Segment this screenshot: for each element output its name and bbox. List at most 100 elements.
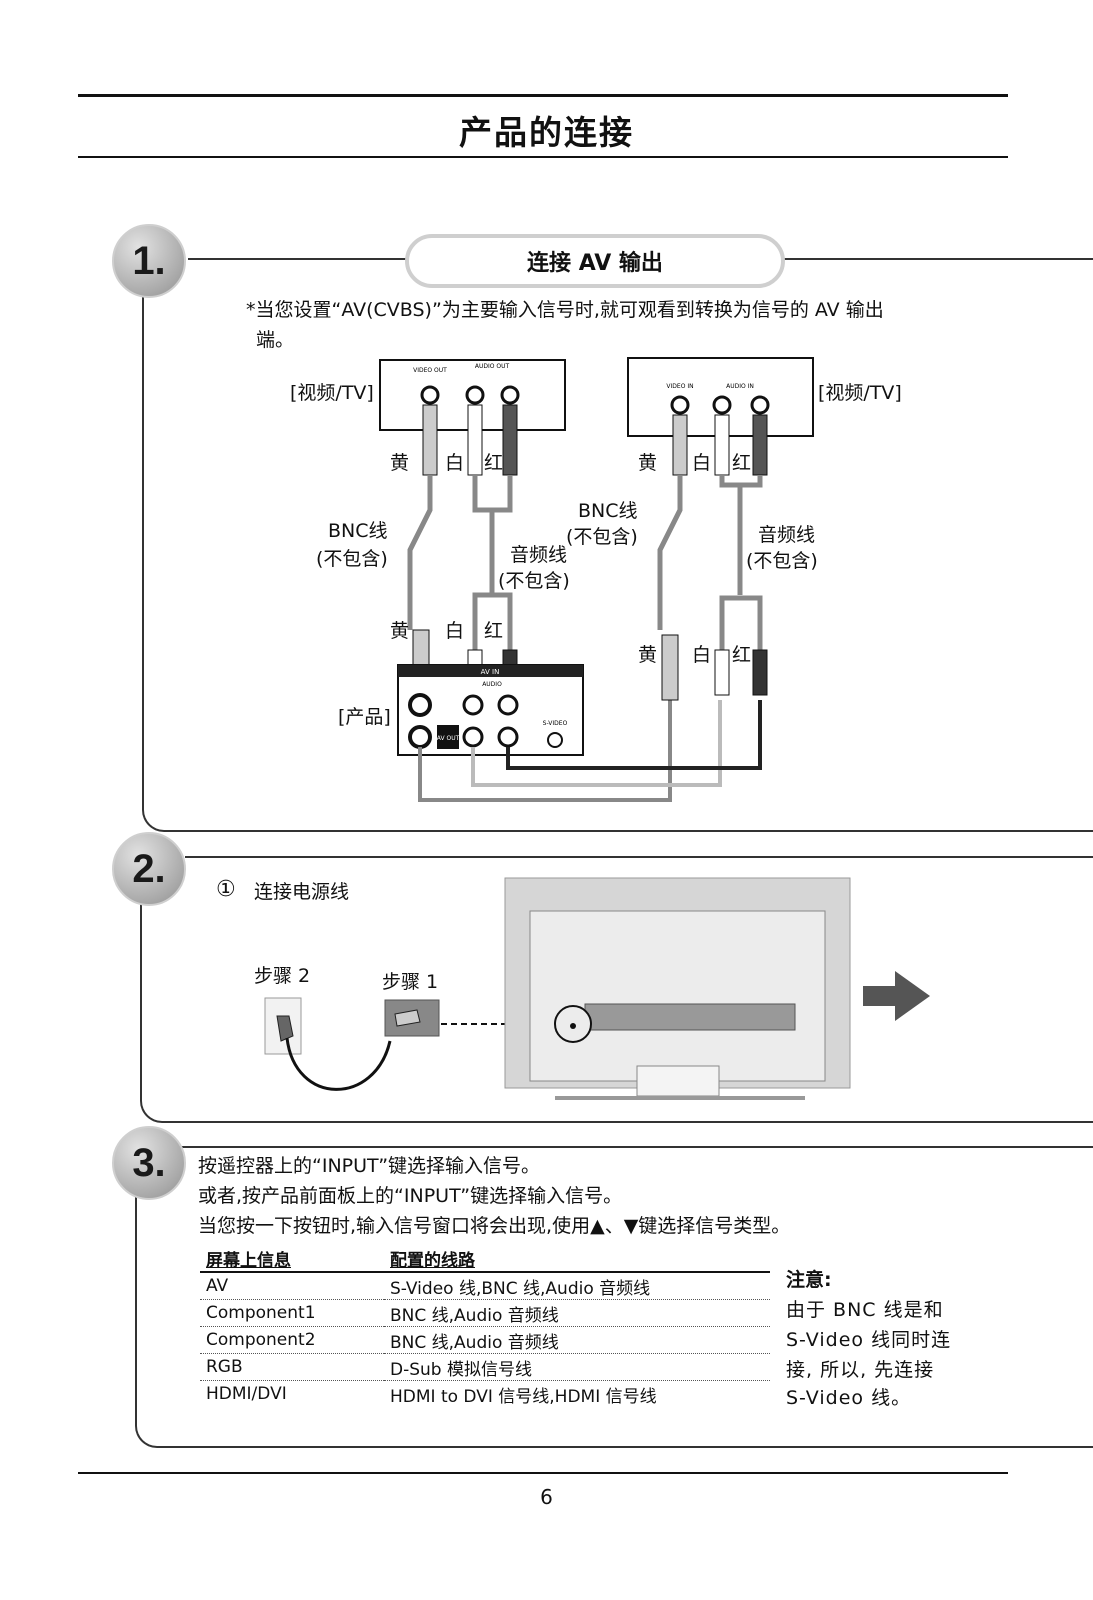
table-row: HDMI/DVI HDMI to DVI 信号线,HDMI 信号线 [200,1381,770,1408]
left-device-label: [视频/TV] [290,382,374,404]
table-cell-cable: BNC 线,Audio 音频线 [384,1326,770,1354]
right-bottom-red-label: 红 [732,644,752,666]
right-plug-yellow [672,414,688,476]
left-jack-yellow [420,385,440,405]
step-heading-power: 连接电源线 [254,881,350,903]
product-port-s-video: S-VIDEO [543,720,568,727]
wall-plug [276,1015,294,1042]
product-jack-av-in-r [497,694,519,716]
table-cell-signal: HDMI/DVI [206,1384,287,1404]
header-screen-info: 屏幕上信息 [200,1246,384,1273]
output-audio-l-cable [471,700,722,787]
left-audio-cable-lower [472,592,513,655]
right-audio-cable-lower [719,595,763,655]
output-video-cable [418,700,672,802]
section-2-frame [140,868,1093,1123]
next-arrow-icon [863,971,930,1021]
section-1-description-cont: 端。 [256,329,295,351]
left-bottom-red-label: 红 [484,620,504,642]
left-bottom-yellow-label: 黄 [390,620,410,642]
right-bnc-not-included: (不包含) [566,526,638,548]
product-label: [产品] [338,706,391,728]
product-jack-av-out-video [408,725,432,749]
product-av-out-tag [437,725,459,749]
left-jack-red [500,385,520,405]
right-plug-white [714,414,730,476]
product-jack-s-video [547,732,563,748]
section-3-frame [135,1160,1093,1448]
note-line-2: S-Video 线同时连 [786,1329,952,1351]
table-cell-cable: BNC 线,Audio 音频线 [384,1299,770,1327]
right-bottom-white-label: 白 [692,644,712,666]
right-top-white-label: 白 [692,452,712,474]
power-connection-diagram [264,877,930,1100]
step-1-label: 步骤 1 [382,971,439,993]
product-av-in-strip [398,665,583,677]
left-audio-label: 音频线 [510,544,568,566]
right-jack-yellow [670,395,690,415]
product-port-av-out: AV OUT [437,735,460,742]
right-bnc-cable [657,475,683,630]
left-device-port-video-out: VIDEO OUT [413,367,447,374]
note-line-3: 接, 所以, 先连接 [786,1359,935,1381]
left-bottom-white-label: 白 [445,620,465,642]
left-top-white-label: 白 [445,452,465,474]
section-1-heading: 连接 AV 输出 [405,234,785,288]
left-bnc-cable [407,475,433,630]
right-top-red-label: 红 [732,452,752,474]
left-top-red-label: 红 [484,452,504,474]
right-audio-label: 音频线 [758,524,816,546]
note-line-1: 由于 BNC 线是和 [786,1299,944,1321]
left-jack-white [465,385,485,405]
table-header-row: 屏幕上信息 配置的线路 [200,1246,770,1273]
table-row: Component1 BNC 线,Audio 音频线 [200,1299,770,1327]
right-audio-cable [719,475,763,595]
right-bottom-yellow-label: 黄 [638,644,658,666]
left-bnc-label: BNC线 [328,520,388,542]
right-audio-not-included: (不包含) [746,550,818,572]
power-socket [570,1023,576,1029]
right-plug-red [752,414,768,476]
right-bnc-label: BNC线 [578,500,638,522]
monitor-stand [636,1065,720,1097]
monitor-port-strip [584,1003,796,1031]
title-underline [78,156,1008,158]
left-plug-white [467,404,483,476]
av-connection-diagram: VIDEO OUT AUDIO OUT AV IN AUDIO AV OUT S… [379,357,814,802]
step-1-badge: 1. [112,224,186,298]
step-2-badge: 2. [112,832,186,906]
signal-table: 屏幕上信息 配置的线路 AV S-Video 线,BNC 线,Audio 音频线… [200,1246,770,1407]
right-device-label: [视频/TV] [818,382,902,404]
product-jack-av-in-l [462,694,484,716]
right-device-port-audio-in: AUDIO IN [726,383,754,390]
right-jack-white [712,395,732,415]
left-audio-cable [472,475,513,595]
table-cell-signal: Component1 [200,1299,384,1327]
instruction-line-1: 按遥控器上的“INPUT”键选择输入信号。 [198,1155,541,1177]
right-device-port-video-in: VIDEO IN [666,383,693,390]
monitor-inner-panel [529,910,826,1082]
header-configured-cable: 配置的线路 [384,1246,770,1273]
table-cell-signal: Component2 [200,1326,384,1354]
top-rule [78,94,1008,97]
right-lower-plug-red [752,649,768,696]
output-audio-r-cable [506,700,762,770]
product-jack-av-out-l [462,726,484,748]
step-3-badge: 3. [112,1126,186,1200]
left-plug-red [502,404,518,476]
right-jack-red [750,395,770,415]
product-jack-av-out-r [497,726,519,748]
monitor-stand-base [555,1096,805,1100]
left-top-yellow-label: 黄 [390,452,410,474]
table-cell-cable: S-Video 线,BNC 线,Audio 音频线 [384,1272,770,1300]
adapter-plug [394,1009,421,1027]
product-jack-av-in-video [408,693,432,717]
table-cell-signal: RGB [200,1353,384,1381]
bottom-rule [78,1472,1008,1474]
note-line-4: S-Video 线。 [786,1387,912,1409]
right-top-yellow-label: 黄 [638,452,658,474]
left-bnc-not-included: (不包含) [316,548,388,570]
page-number: 6 [540,1485,553,1509]
table-row: AV S-Video 线,BNC 线,Audio 音频线 [200,1272,770,1300]
table-row: Component2 BNC 线,Audio 音频线 [200,1326,770,1354]
